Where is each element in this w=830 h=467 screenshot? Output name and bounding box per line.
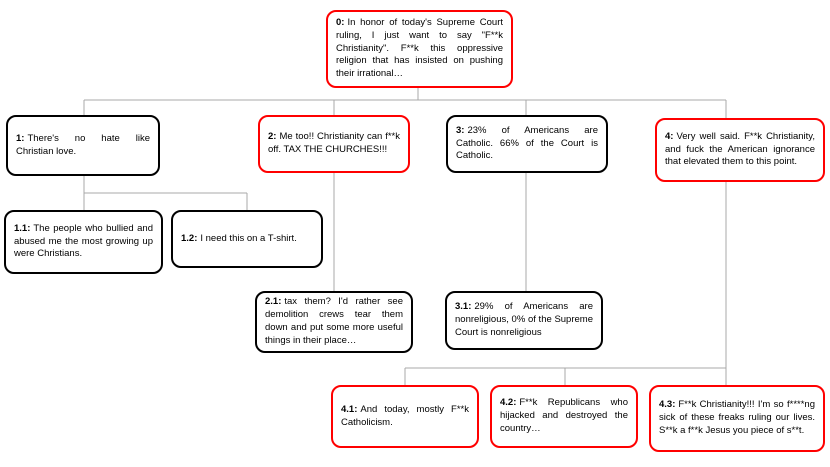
node-4-3-body: F**k Christianity!!! I'm so f****ng sick… (659, 399, 815, 436)
node-1-1: 1.1:The people who bullied and abused me… (4, 210, 163, 274)
node-4-2-text: 4.2:F**k Republicans who hijacked and de… (500, 397, 628, 435)
node-3: 3:23% of Americans are Catholic. 66% of … (446, 115, 608, 173)
node-4-3: 4.3:F**k Christianity!!! I'm so f****ng … (649, 385, 825, 452)
node-4-id: 4: (665, 130, 674, 142)
node-2-body: Me too!! Christianity can f**k off. TAX … (268, 131, 400, 155)
node-4-1-body: And today, mostly F**k Catholicism. (341, 403, 469, 428)
node-4-text: 4:Very well said. F**k Christianity, and… (665, 131, 815, 169)
node-2-1: 2.1:tax them? I'd rather see demolition … (255, 291, 413, 353)
node-1-2-body: I need this on a T-shirt. (200, 232, 297, 244)
node-1-2-id: 1.2: (181, 232, 198, 244)
node-1-2: 1.2:I need this on a T-shirt. (171, 210, 323, 268)
node-3-text: 3:23% of Americans are Catholic. 66% of … (456, 125, 598, 163)
node-4: 4:Very well said. F**k Christianity, and… (655, 118, 825, 182)
node-2-id: 2: (268, 131, 277, 143)
node-1-id: 1: (16, 132, 25, 144)
node-4-1-id: 4.1: (341, 403, 358, 415)
node-1-text: 1:There's no hate like Christian love. (16, 133, 150, 159)
node-1-1-body: The people who bullied and abused me the… (14, 222, 153, 260)
node-2: 2:Me too!! Christianity can f**k off. TA… (258, 115, 410, 173)
node-4-2-body: F**k Republicans who hijacked and destro… (500, 397, 628, 434)
node-3-1-body: 29% of Americans are nonreligious, 0% of… (455, 301, 593, 338)
node-2-1-text: 2.1:tax them? I'd rather see demolition … (265, 296, 403, 347)
node-4-2: 4.2:F**k Republicans who hijacked and de… (490, 385, 638, 448)
node-1-body: There's no hate like Christian love. (16, 132, 150, 157)
node-2-1-id: 2.1: (265, 296, 282, 308)
node-4-body: Very well said. F**k Christianity, and f… (665, 130, 815, 168)
node-3-body: 23% of Americans are Catholic. 66% of th… (456, 124, 598, 162)
node-0-body: In honor of today's Supreme Court ruling… (336, 17, 503, 80)
node-4-1-text: 4.1:And today, mostly F**k Catholicism. (341, 404, 469, 430)
node-3-1-id: 3.1: (455, 301, 472, 313)
node-0-id: 0: (336, 17, 345, 28)
node-2-text: 2:Me too!! Christianity can f**k off. TA… (268, 131, 400, 157)
node-1: 1:There's no hate like Christian love. (6, 115, 160, 176)
node-1-1-text: 1.1:The people who bullied and abused me… (14, 223, 153, 261)
node-3-1: 3.1:29% of Americans are nonreligious, 0… (445, 291, 603, 350)
node-1-2-text: 1.2:I need this on a T-shirt. (181, 233, 313, 246)
node-2-1-body: tax them? I'd rather see demolition crew… (265, 296, 403, 346)
node-3-id: 3: (456, 124, 465, 136)
node-0-text: 0:In honor of today's Supreme Court ruli… (336, 17, 503, 81)
node-0: 0:In honor of today's Supreme Court ruli… (326, 10, 513, 88)
node-4-1: 4.1:And today, mostly F**k Catholicism. (331, 385, 479, 448)
node-4-3-text: 4.3:F**k Christianity!!! I'm so f****ng … (659, 399, 815, 437)
node-4-3-id: 4.3: (659, 399, 676, 411)
node-1-1-id: 1.1: (14, 222, 31, 234)
node-4-2-id: 4.2: (500, 397, 517, 409)
node-3-1-text: 3.1:29% of Americans are nonreligious, 0… (455, 301, 593, 339)
